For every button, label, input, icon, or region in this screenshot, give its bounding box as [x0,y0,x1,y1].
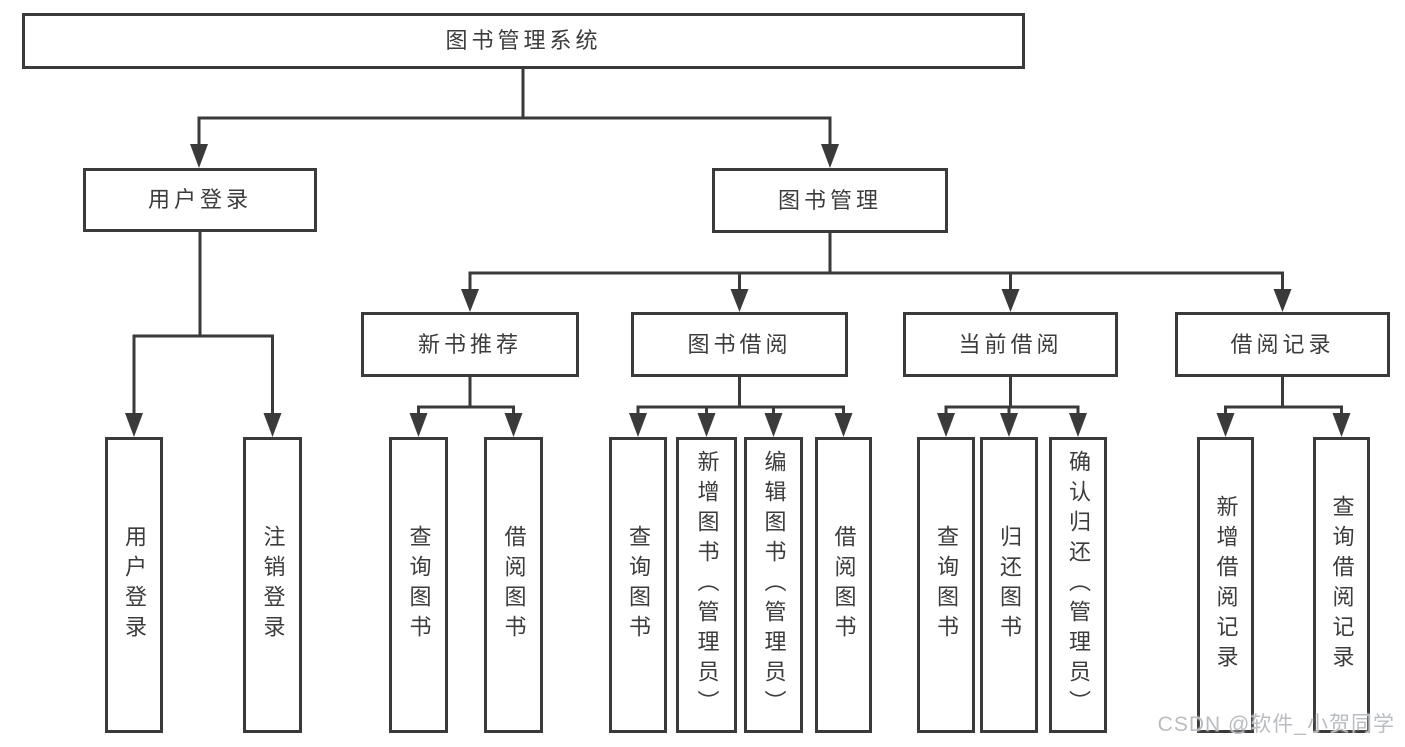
csdn-watermark: CSDN @软件_小贺同学 [1157,713,1395,736]
wire-root-to-level2 [190,69,839,168]
node-borrow-records: 借阅记录 [1175,312,1390,377]
leaf-newbook-query-books: 查询图书 [389,437,448,733]
leaf-borrow-edit-books-admin: 编辑图书（管理员） [744,437,803,733]
leaf-borrow-borrow-books: 借阅图书 [815,437,872,733]
leaf-borrow-query-books: 查询图书 [609,437,667,733]
leaf-current-return-books: 归还图书 [980,437,1038,733]
leaf-records-add-record: 新增借阅记录 [1197,437,1254,733]
leaf-records-query-record: 查询借阅记录 [1313,437,1370,733]
wire-book-management-to-level3 [461,233,1292,312]
leaf-borrow-add-books-admin: 新增图书（管理员） [676,437,737,733]
wire-book-borrow-to-leaves [629,377,853,437]
leaf-newbook-borrow-books: 借阅图书 [484,437,543,733]
leaf-logout-login: 注销登录 [243,437,302,733]
wire-new-book-to-leaves [409,377,523,437]
node-user-login: 用户登录 [83,168,317,232]
leaf-current-query-books: 查询图书 [917,437,975,733]
leaf-user-login: 用户登录 [105,437,163,733]
node-new-book-recommend: 新书推荐 [361,312,579,377]
node-book-borrow: 图书借阅 [631,312,848,377]
wire-borrow-records-to-leaves [1216,377,1351,437]
leaf-current-confirm-return-admin: 确认归还（管理员） [1049,437,1107,733]
wire-current-borrow-to-leaves [937,377,1087,437]
node-library-management-system: 图书管理系统 [22,13,1025,69]
wire-user-login-to-leaves [125,232,282,437]
node-current-borrow: 当前借阅 [903,312,1118,377]
node-book-management: 图书管理 [712,168,948,233]
